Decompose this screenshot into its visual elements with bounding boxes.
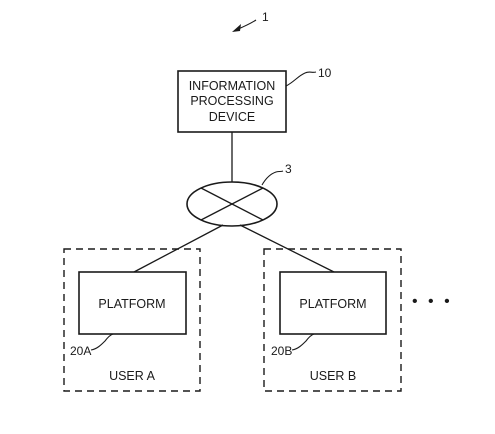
system-arrowhead (232, 24, 241, 32)
platform-a-label: PLATFORM (98, 297, 165, 311)
user-b-boundary (263, 248, 402, 392)
platform-b-ref-label: 20B (271, 344, 292, 358)
network-cross-line-2 (200, 187, 264, 221)
platform-b-ref-leader (291, 333, 315, 351)
platform-a-ref-leader (90, 333, 114, 351)
network-platform-b-link (239, 224, 335, 273)
platform-b-box (279, 271, 387, 335)
system-reference: 1 (232, 10, 269, 32)
information-processing-device: INFORMATION PROCESSING DEVICE 10 (177, 66, 332, 133)
network-ref-leader (261, 170, 284, 186)
system-ref-label: 1 (262, 10, 269, 24)
platform-a-ref-label: 20A (70, 344, 91, 358)
user-b-label: USER B (310, 369, 357, 383)
user-a-label: USER A (109, 369, 156, 383)
device-label-line-1: INFORMATION (189, 79, 276, 93)
user-b-group: PLATFORM 20B USER B (263, 248, 402, 392)
platform-b-label: PLATFORM (299, 297, 366, 311)
device-label-line-3: DEVICE (209, 110, 256, 124)
platform-a-box (78, 271, 187, 335)
network-ref-label: 3 (285, 162, 292, 176)
user-a-group: PLATFORM 20A USER A (63, 248, 201, 392)
network: 3 (186, 162, 292, 227)
device-label-line-2: PROCESSING (190, 94, 273, 108)
device-ref-label: 10 (318, 66, 332, 80)
device-ref-leader (285, 71, 317, 87)
more-users-indicator: • • • (412, 293, 453, 310)
user-a-boundary (63, 248, 201, 392)
